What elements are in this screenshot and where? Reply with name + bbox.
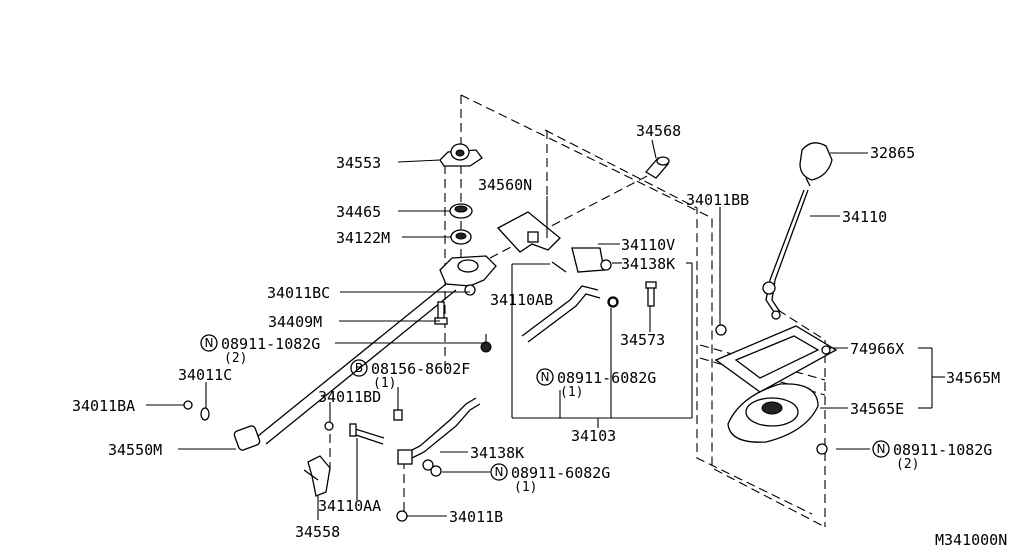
label-34122m: 34122M bbox=[336, 229, 390, 247]
bracket-34560n bbox=[496, 211, 561, 253]
label-34409m: 34409M bbox=[268, 313, 322, 331]
b-marker: B bbox=[350, 359, 368, 377]
label-74966x: 74966X bbox=[850, 340, 904, 358]
n-marker-left: N bbox=[200, 334, 218, 352]
diagram-id: M341000N bbox=[935, 531, 1007, 549]
leader-lines bbox=[146, 139, 945, 520]
label-34565m: 34565M bbox=[946, 369, 1000, 387]
svg-text:N: N bbox=[205, 336, 214, 350]
support-rod-34550m bbox=[233, 255, 497, 451]
svg-text:N: N bbox=[495, 465, 504, 479]
label-34138k-low: 34138K bbox=[470, 444, 524, 462]
grommet-34122m bbox=[450, 229, 472, 245]
label-34110ab: 34110AB bbox=[490, 291, 553, 309]
label-34553: 34553 bbox=[336, 154, 381, 172]
label-08911-6082g-low-qty: (1) bbox=[514, 480, 537, 495]
n-marker-mid: N bbox=[536, 368, 554, 386]
callout-markers: N B N N N bbox=[200, 334, 890, 481]
label-34465: 34465 bbox=[336, 203, 381, 221]
label-08156-8602f-qty: (1) bbox=[373, 376, 396, 391]
n-marker-low: N bbox=[490, 463, 508, 481]
label-34573: 34573 bbox=[620, 331, 665, 349]
label-34558: 34558 bbox=[295, 523, 340, 541]
label-34011ba: 34011BA bbox=[72, 397, 135, 415]
ring-34465 bbox=[449, 203, 473, 219]
bracket-34558 bbox=[303, 455, 331, 497]
label-08911-6082g-mid: 08911-6082G bbox=[557, 369, 656, 387]
label-34011b: 34011B bbox=[449, 508, 503, 526]
bolt-34110aa bbox=[349, 423, 385, 445]
label-08911-6082g-mid-qty: (1) bbox=[560, 385, 583, 400]
label-34568: 34568 bbox=[636, 122, 681, 140]
label-08911-6082g-low: 08911-6082G bbox=[511, 464, 610, 482]
svg-text:N: N bbox=[877, 442, 886, 456]
label-34103: 34103 bbox=[571, 427, 616, 445]
label-34011c: 34011C bbox=[178, 366, 232, 384]
bushing-34553 bbox=[439, 143, 483, 167]
control-lever-34110 bbox=[762, 189, 809, 320]
pin-34573 bbox=[645, 281, 657, 307]
label-08911-1082g-right-qty: (2) bbox=[896, 457, 919, 472]
boot-34565e bbox=[727, 383, 828, 455]
label-34011bc: 34011BC bbox=[267, 284, 330, 302]
label-34550m: 34550M bbox=[108, 441, 162, 459]
label-08911-1082g-left: 08911-1082G bbox=[221, 335, 320, 353]
label-34110aa: 34110AA bbox=[318, 497, 381, 515]
n-marker-right: N bbox=[872, 440, 890, 458]
label-34011bb: 34011BB bbox=[686, 191, 749, 209]
label-34110v: 34110V bbox=[621, 236, 675, 254]
label-34011bd: 34011BD bbox=[318, 388, 381, 406]
label-08911-1082g-right: 08911-1082G bbox=[893, 441, 992, 459]
svg-text:N: N bbox=[541, 370, 550, 384]
parts-artwork bbox=[183, 142, 838, 522]
sleeve-34568 bbox=[645, 156, 670, 179]
part-labels: 34553 34465 34122M 34560N 34568 32865 34… bbox=[72, 122, 1007, 549]
label-34565e: 34565E bbox=[850, 400, 904, 418]
label-32865: 32865 bbox=[870, 144, 915, 162]
svg-text:B: B bbox=[355, 361, 363, 375]
label-08911-1082g-left-qty: (2) bbox=[224, 351, 247, 366]
label-34138k-top: 34138K bbox=[621, 255, 675, 273]
label-08156-8602f: 08156-8602F bbox=[371, 360, 470, 378]
rod-34103 bbox=[397, 397, 481, 477]
label-34560n: 34560N bbox=[478, 176, 532, 194]
label-34110: 34110 bbox=[842, 208, 887, 226]
shift-knob-32865 bbox=[799, 142, 833, 187]
